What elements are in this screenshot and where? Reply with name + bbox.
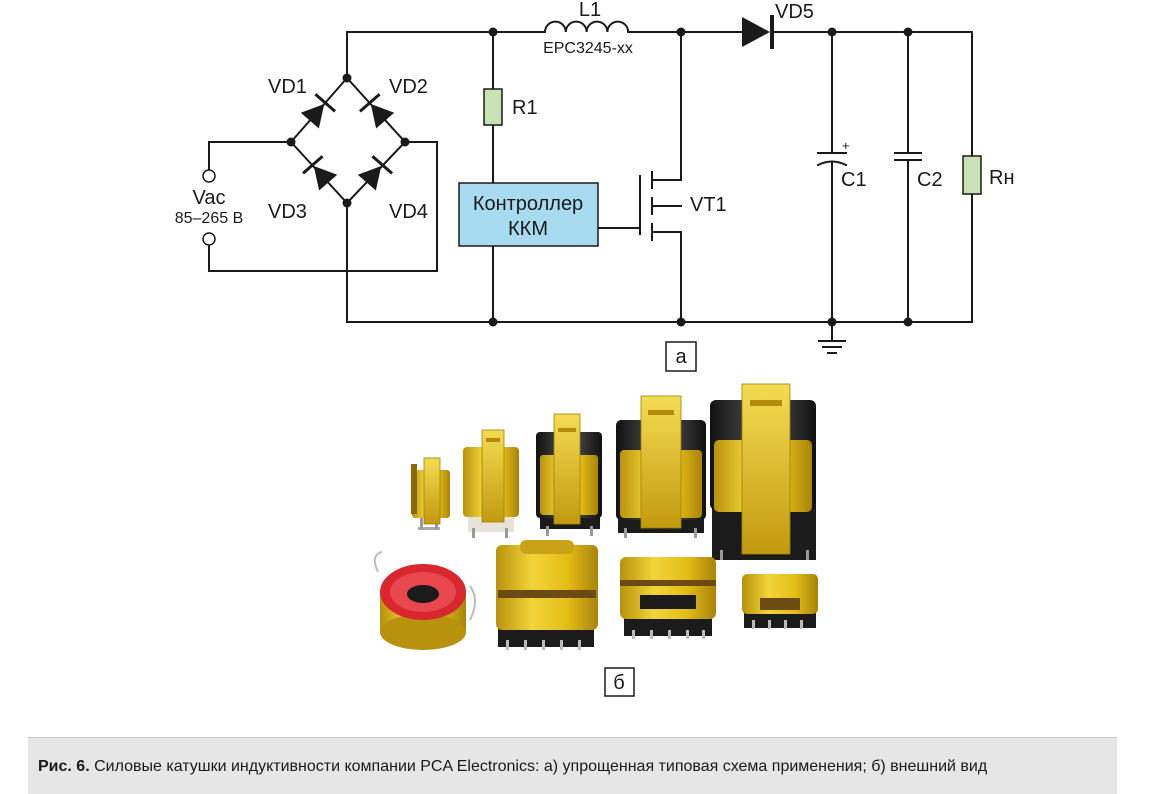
wires xyxy=(208,31,973,341)
diode-vd1-icon xyxy=(300,93,337,129)
source-range: 85–265 В xyxy=(175,210,244,227)
label-load: Rн xyxy=(989,167,1015,189)
label-vd2: VD2 xyxy=(389,76,428,98)
label-c2: C2 xyxy=(917,169,943,191)
label-vd3: VD3 xyxy=(268,201,307,223)
diode-vd3-icon xyxy=(301,155,338,191)
label-r1: R1 xyxy=(512,97,538,119)
inductor-components-photo: б xyxy=(373,383,818,697)
terminal-top-icon xyxy=(202,169,216,183)
junction-dots xyxy=(286,27,913,327)
panel-b-box xyxy=(604,667,635,697)
panel-a-label: а xyxy=(675,346,687,368)
panel-b-label: б xyxy=(613,672,624,694)
panel-a-box xyxy=(665,341,697,372)
capacitor-c2-icon xyxy=(894,152,922,161)
controller-line1: Контроллер xyxy=(473,193,583,215)
ground-icon xyxy=(818,340,846,354)
toroid-icon xyxy=(373,551,476,650)
resistor-r1-icon xyxy=(483,88,503,126)
label-c1: C1 xyxy=(841,169,867,191)
controller-block: Контроллер ККМ xyxy=(458,182,599,247)
figure-caption: Рис. 6. Силовые катушки индуктивности ко… xyxy=(28,737,1117,794)
controller-line2: ККМ xyxy=(508,218,548,240)
diode-vd4-icon xyxy=(357,155,394,191)
transformer-1-icon xyxy=(496,540,598,650)
label-vd5: VD5 xyxy=(775,1,814,23)
bridge-diodes xyxy=(300,93,395,191)
caption-prefix: Рис. 6. xyxy=(38,758,90,775)
coil-2-icon xyxy=(463,429,519,538)
ac-source: Vac 85–265 В xyxy=(175,169,244,246)
label-vd1: VD1 xyxy=(268,76,307,98)
diode-vd2-icon xyxy=(358,93,395,129)
label-l1-part: EPC3245-xx xyxy=(543,40,633,57)
label-vd4: VD4 xyxy=(389,201,428,223)
mosfet-vt1-icon xyxy=(639,171,653,241)
coil-1-icon xyxy=(411,457,450,530)
terminal-bottom-icon xyxy=(202,232,216,246)
transformer-3-icon xyxy=(742,574,818,629)
diode-vd5-icon xyxy=(742,15,774,49)
resistor-load-icon xyxy=(962,155,982,195)
c1-polarity: + xyxy=(842,138,850,153)
schematic: VD1 VD2 VD3 VD4 Vac 85–265 В R1 Контролл… xyxy=(175,0,1015,372)
transformer-2-icon xyxy=(620,557,716,639)
label-l1: L1 xyxy=(579,0,601,21)
caption-text: Силовые катушки индуктивности компании P… xyxy=(89,758,988,775)
inductor-l1-icon xyxy=(543,20,630,34)
capacitor-c1-icon xyxy=(816,152,848,167)
coil-5-icon xyxy=(710,383,816,560)
source-label: Vac xyxy=(193,187,226,209)
coil-4-icon xyxy=(616,395,706,538)
label-vt1: VT1 xyxy=(690,194,727,216)
coil-3-icon xyxy=(536,413,602,536)
